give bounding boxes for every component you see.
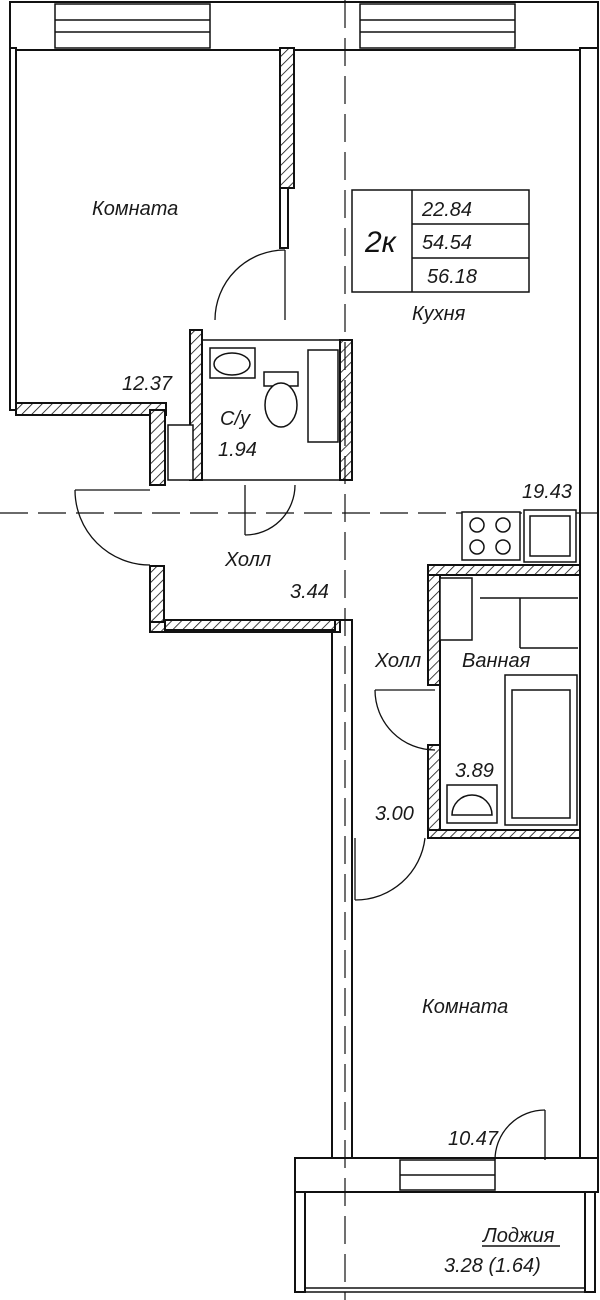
apartment-info-box: 2к 22.84 54.54 56.18 [351,189,530,293]
living-area: 22.84 [421,199,472,221]
bath-name: Ванная [462,650,531,672]
room1-area: 12.37 [122,373,173,395]
total-area-with-balcony: 56.18 [427,266,477,288]
room2-area: 10.47 [448,1128,499,1150]
room1-name: Комната [92,198,178,220]
wc-area: 1.94 [218,439,257,461]
total-area: 54.54 [422,232,472,254]
wc-name: С/у [220,408,251,430]
doors [74,249,546,1161]
loggia-name: Лоджия [481,1225,555,1247]
exterior-walls [9,1,599,1293]
fixtures [167,347,578,826]
loggia-area: 3.28 (1.64) [444,1255,541,1277]
hall2-name: Холл [374,650,421,672]
bath-area: 3.89 [455,760,494,782]
hall1-area: 3.44 [290,581,329,603]
hall1-name: Холл [224,549,271,571]
room-labels: Комната 12.37 Кухня 19.43 С/у 1.94 Холл … [92,198,572,1277]
hall2-area: 3.00 [375,803,414,825]
kitchen-area: 19.43 [522,481,572,503]
kitchen-name: Кухня [412,303,466,325]
room2-name: Комната [422,996,508,1018]
apartment-type: 2к [364,226,398,259]
